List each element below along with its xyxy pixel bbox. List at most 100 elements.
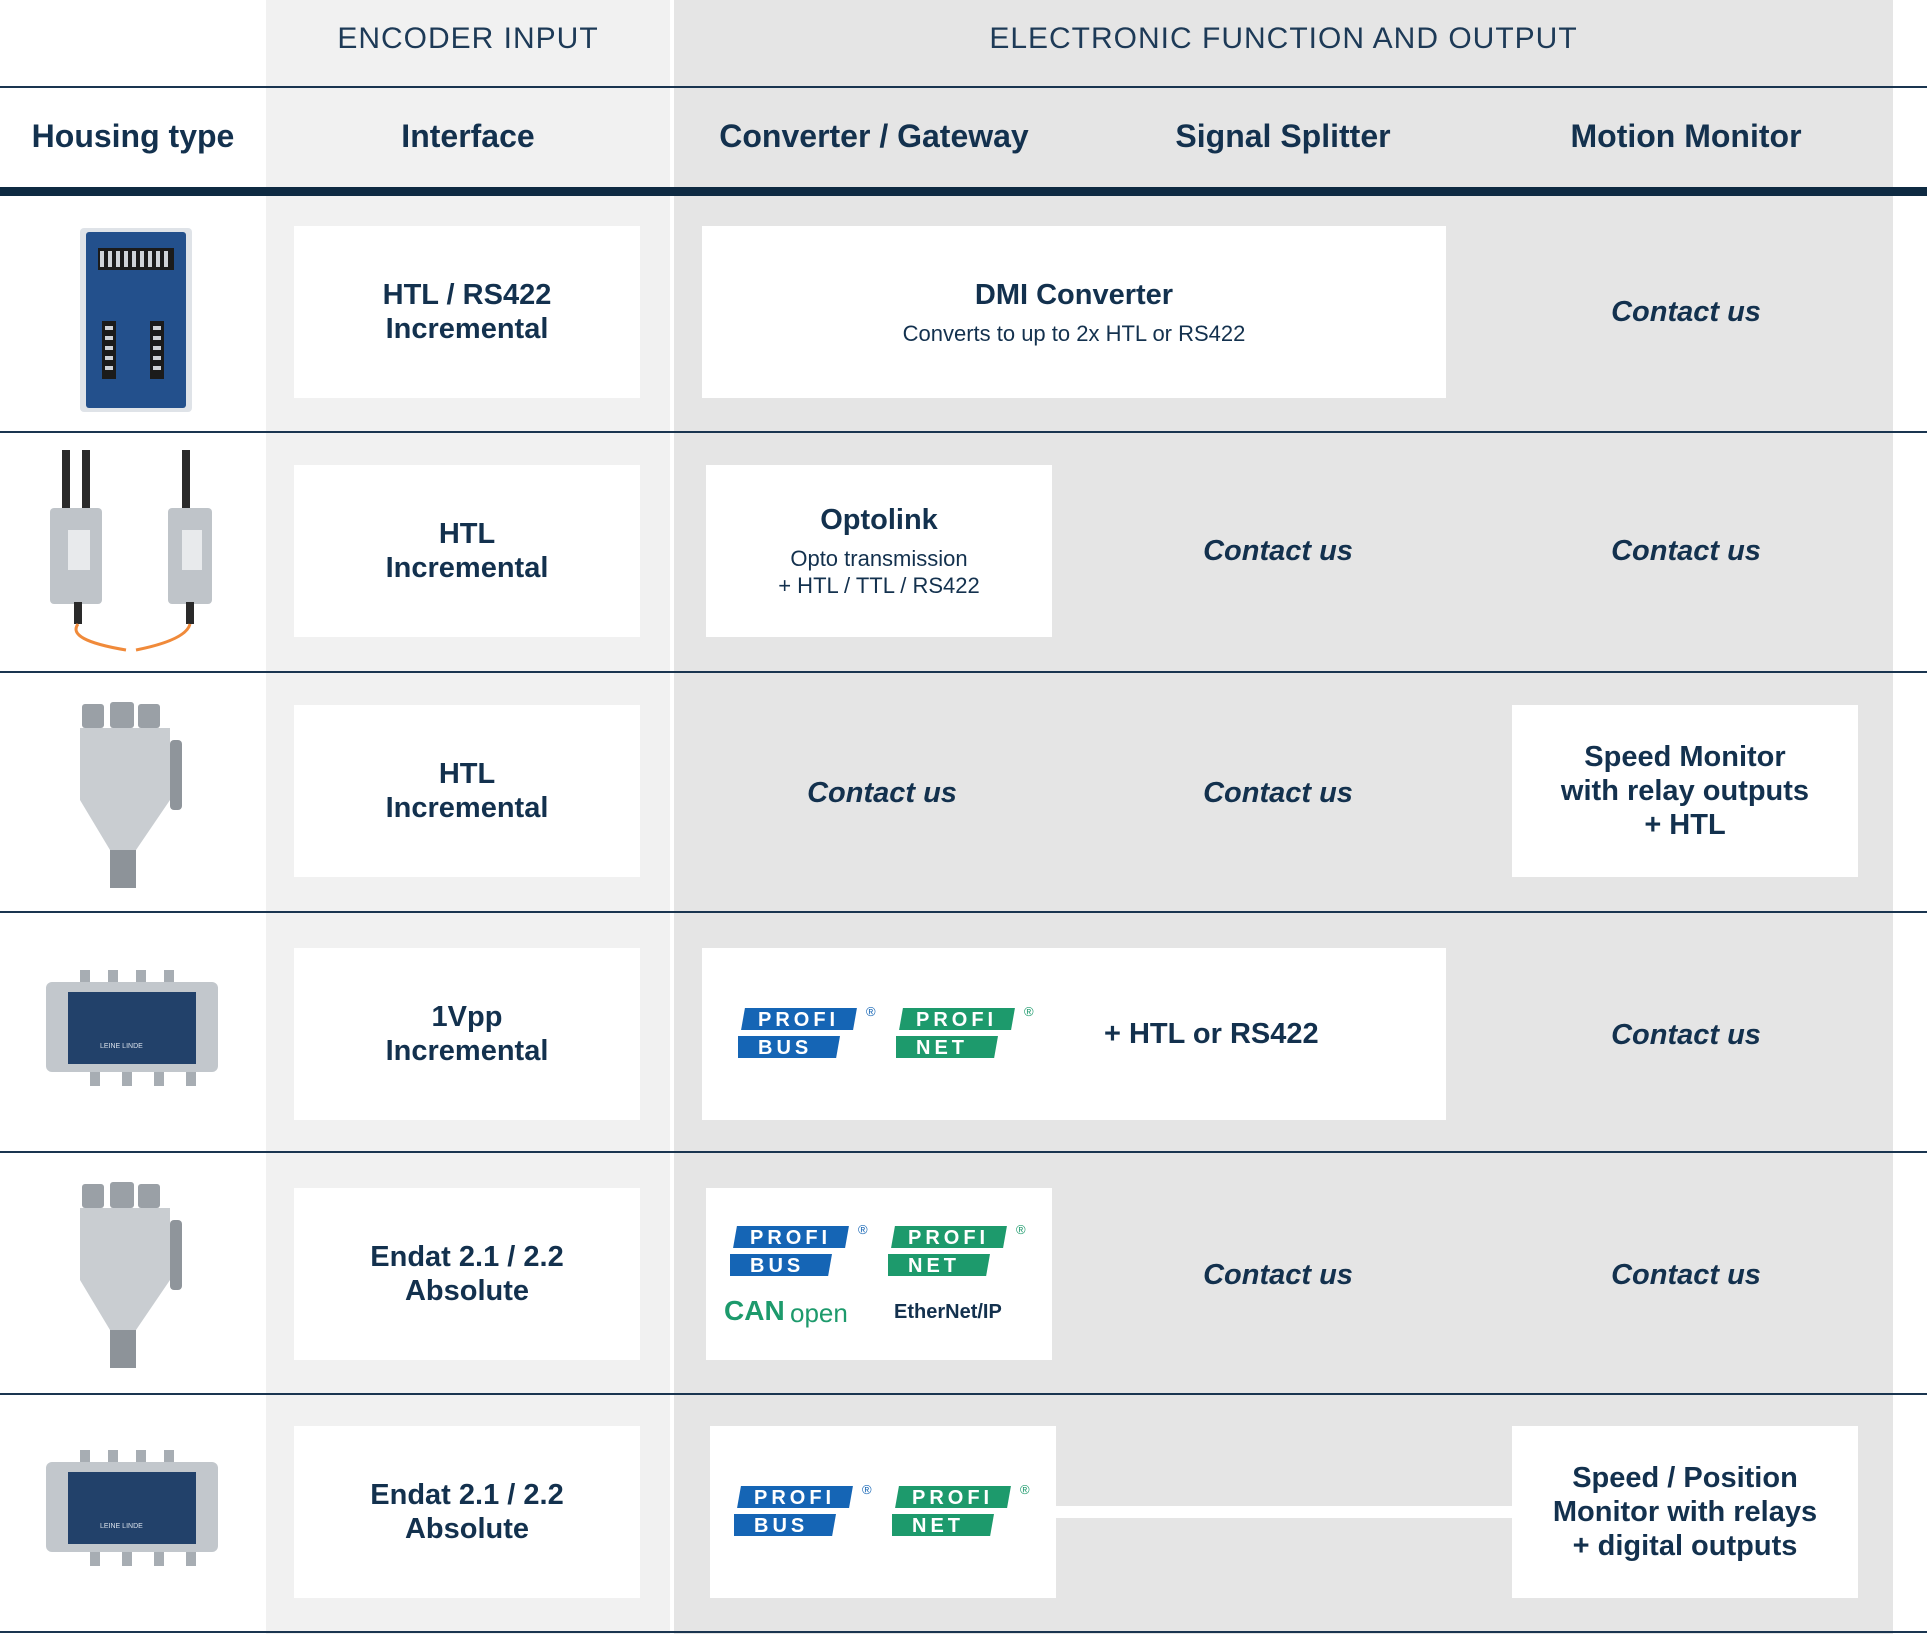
splitter-contact-us[interactable]: Contact us <box>1203 777 1353 809</box>
row-divider <box>0 671 1927 673</box>
housing-image-steel-housing <box>74 1180 192 1372</box>
row-divider <box>0 911 1927 913</box>
interface-card: Endat 2.1 / 2.2 Absolute <box>294 1188 640 1360</box>
fieldbus-logos-secondary: CAN open EtherNet/IP <box>724 1294 1034 1328</box>
gateway-to-monitor-connector <box>1056 1506 1512 1518</box>
column-header-motion-monitor: Motion Monitor <box>1570 118 1802 154</box>
column-header-signal-splitter: Signal Splitter <box>1175 118 1391 154</box>
svg-text:PROFI: PROFI <box>750 1227 831 1249</box>
motion-line: Speed Monitor <box>1584 741 1786 773</box>
column-header-housing-type: Housing type <box>31 118 235 154</box>
svg-text:BUS: BUS <box>750 1255 804 1277</box>
svg-text:PROFI: PROFI <box>912 1487 993 1509</box>
interface-line: HTL <box>438 758 496 790</box>
motion-contact-us[interactable]: Contact us <box>1611 1259 1761 1291</box>
motion-line: + digital outputs <box>1572 1530 1798 1562</box>
motion-line: + HTL <box>1644 809 1726 841</box>
motion-contact-us[interactable]: Contact us <box>1611 1019 1761 1051</box>
interface-card: HTL Incremental <box>294 465 640 637</box>
housing-image-blue-terminal-box <box>78 226 194 414</box>
motion-card-speed-monitor[interactable]: Speed Monitor with relay outputs + HTL <box>1512 705 1858 877</box>
splitter-contact-us[interactable]: Contact us <box>1203 1259 1353 1291</box>
svg-text:PROFI: PROFI <box>758 1009 839 1031</box>
housing-image-optolink-pair <box>36 450 228 652</box>
row-divider <box>0 1393 1927 1395</box>
interface-line: Incremental <box>385 792 549 824</box>
brand-label: LEINE LINDE <box>100 1523 143 1530</box>
row-divider <box>0 1631 1927 1633</box>
ethernet-ip-logo: EtherNet/IP <box>894 1301 1002 1323</box>
svg-text:NET: NET <box>916 1037 968 1059</box>
svg-text:PROFI: PROFI <box>908 1227 989 1249</box>
interface-line: Incremental <box>385 1035 549 1067</box>
splitter-contact-us[interactable]: Contact us <box>1203 535 1353 567</box>
svg-text:PROFI: PROFI <box>916 1009 997 1031</box>
group-header-encoder-input: ENCODER INPUT <box>337 22 599 55</box>
profibus-logo: PROFI BUS ® <box>734 1482 872 1537</box>
svg-text:PROFI: PROFI <box>754 1487 835 1509</box>
converter-output-text: + HTL or RS422 <box>1104 1017 1319 1050</box>
converter-description: + HTL / TTL / RS422 <box>778 573 980 598</box>
svg-text:EtherNet/IP: EtherNet/IP <box>894 1301 1002 1323</box>
profibus-logo: PROFI BUS ® <box>738 1004 876 1059</box>
housing-image-steel-box-module: LEINE LINDE <box>42 1446 222 1570</box>
housing-image-steel-housing <box>74 700 192 892</box>
svg-text:®: ® <box>858 1222 868 1237</box>
profinet-logo: PROFI NET ® <box>892 1482 1030 1537</box>
column-header-interface: Interface <box>401 118 535 154</box>
converter-card-fieldbus[interactable]: PROFI BUS ® PROFI NET ® <box>710 1426 1056 1598</box>
header-divider <box>0 187 1927 196</box>
motion-line: with relay outputs <box>1560 775 1810 807</box>
interface-line: HTL <box>438 518 496 550</box>
interface-line: HTL / RS422 <box>382 279 552 311</box>
interface-line: Absolute <box>404 1275 530 1307</box>
interface-line: Incremental <box>385 552 549 584</box>
row-divider <box>0 431 1927 433</box>
svg-text:®: ® <box>866 1004 876 1019</box>
profinet-logo: PROFI NET ® <box>896 1004 1034 1059</box>
motion-line: Speed / Position <box>1572 1462 1798 1494</box>
converter-card-fieldbus[interactable]: PROFI BUS ® PROFI NET ® CAN open EtherNe… <box>706 1188 1052 1360</box>
interface-line: Endat 2.1 / 2.2 <box>370 1479 564 1511</box>
converter-title: Optolink <box>820 504 938 536</box>
brand-label: LEINE LINDE <box>100 1043 143 1050</box>
motion-contact-us[interactable]: Contact us <box>1611 535 1761 567</box>
interface-line: Endat 2.1 / 2.2 <box>370 1241 564 1273</box>
svg-text:®: ® <box>1024 1004 1034 1019</box>
profinet-logo: PROFI NET ® <box>888 1222 1026 1277</box>
interface-line: Incremental <box>385 313 549 345</box>
interface-line: Absolute <box>404 1513 530 1545</box>
fieldbus-logos: PROFI BUS ® PROFI NET ® <box>730 1220 1028 1284</box>
converter-card-fieldbus[interactable]: PROFI BUS ® PROFI NET ® + HTL or RS422 <box>702 948 1446 1120</box>
converter-title: DMI Converter <box>974 278 1174 311</box>
converter-description: Converts to up to 2x HTL or RS422 <box>902 320 1246 346</box>
svg-text:NET: NET <box>912 1515 964 1537</box>
housing-image-steel-box-module: LEINE LINDE <box>42 966 222 1090</box>
interface-line: 1Vpp <box>431 1001 503 1033</box>
interface-card: 1Vpp Incremental <box>294 948 640 1120</box>
svg-text:NET: NET <box>908 1255 960 1277</box>
converter-contact-us[interactable]: Contact us <box>807 777 957 809</box>
motion-card-speed-position-monitor[interactable]: Speed / Position Monitor with relays + d… <box>1512 1426 1858 1598</box>
group-header-function-output: ELECTRONIC FUNCTION AND OUTPUT <box>989 22 1578 55</box>
canopen-logo: CAN open <box>724 1295 848 1328</box>
svg-text:®: ® <box>1020 1482 1030 1497</box>
fieldbus-logos: PROFI BUS ® PROFI NET ® <box>738 1002 1036 1066</box>
svg-text:®: ® <box>1016 1222 1026 1237</box>
converter-card-dmi[interactable]: DMI Converter Converts to up to 2x HTL o… <box>702 226 1446 398</box>
interface-card: HTL Incremental <box>294 705 640 877</box>
profibus-logo: PROFI BUS ® <box>730 1222 868 1277</box>
svg-text:CAN: CAN <box>724 1295 785 1326</box>
converter-card-optolink[interactable]: Optolink Opto transmission + HTL / TTL /… <box>706 465 1052 637</box>
svg-text:open: open <box>790 1298 848 1328</box>
row-divider <box>0 1151 1927 1153</box>
motion-line: Monitor with relays <box>1552 1496 1818 1528</box>
divider <box>0 86 1927 88</box>
motion-contact-us[interactable]: Contact us <box>1611 296 1761 328</box>
interface-card: HTL / RS422 Incremental <box>294 226 640 398</box>
fieldbus-logos: PROFI BUS ® PROFI NET ® <box>734 1480 1032 1544</box>
interface-card: Endat 2.1 / 2.2 Absolute <box>294 1426 640 1598</box>
converter-description: Opto transmission <box>790 546 968 571</box>
svg-text:BUS: BUS <box>754 1515 808 1537</box>
svg-text:®: ® <box>862 1482 872 1497</box>
